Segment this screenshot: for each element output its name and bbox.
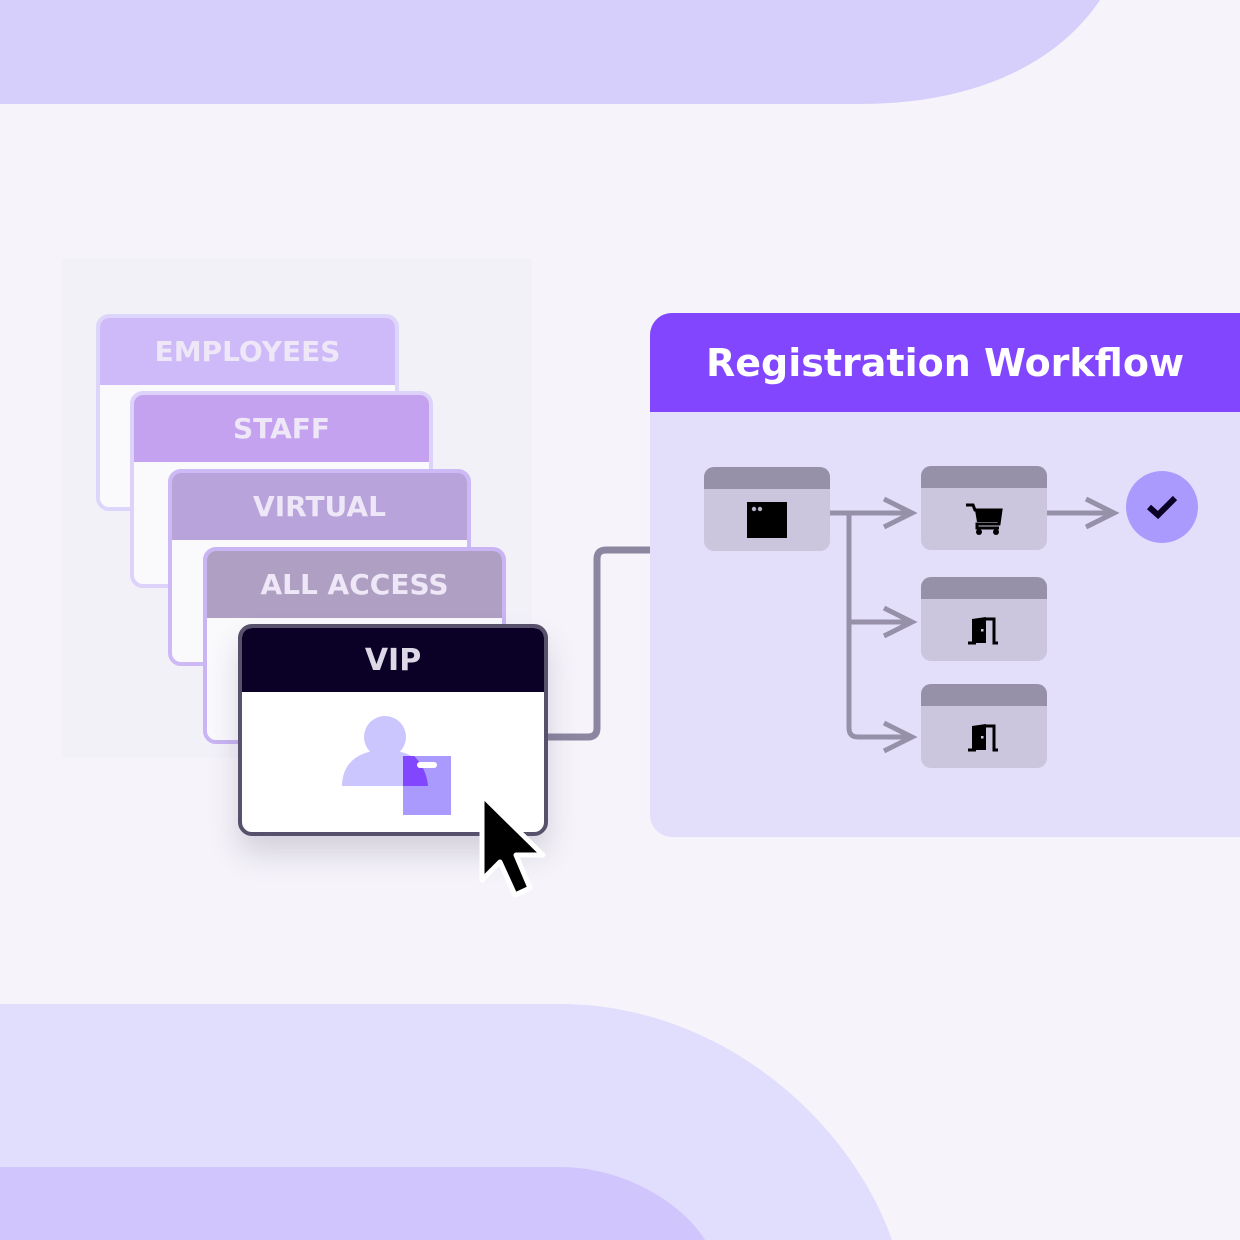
node-header — [704, 467, 830, 489]
node-header — [921, 466, 1047, 488]
node-header — [921, 577, 1047, 599]
card-label: VIP — [242, 628, 544, 692]
door-icon — [968, 617, 998, 645]
bottom-wave-inner-shape — [0, 1167, 705, 1240]
card-label: ALL ACCESS — [207, 551, 502, 618]
person-badge-icon — [342, 716, 451, 815]
door-icon — [968, 724, 998, 752]
workflow-step-start[interactable] — [704, 467, 830, 551]
shopping-cart-icon — [966, 503, 1003, 535]
audience-card-vip[interactable]: VIP — [238, 624, 548, 836]
card-label: EMPLOYEES — [100, 318, 395, 385]
window-icon — [747, 502, 787, 538]
workflow-step-entry-2[interactable] — [921, 684, 1047, 768]
card-label: VIRTUAL — [172, 473, 467, 540]
node-header — [921, 684, 1047, 706]
top-wave-shape — [0, 0, 1100, 104]
workflow-step-purchase[interactable] — [921, 466, 1047, 550]
card-label: STAFF — [134, 395, 429, 462]
workflow-step-complete[interactable] — [1126, 471, 1198, 543]
workflow-title: Registration Workflow — [650, 313, 1240, 412]
workflow-step-entry-1[interactable] — [921, 577, 1047, 661]
check-icon — [1147, 495, 1178, 520]
